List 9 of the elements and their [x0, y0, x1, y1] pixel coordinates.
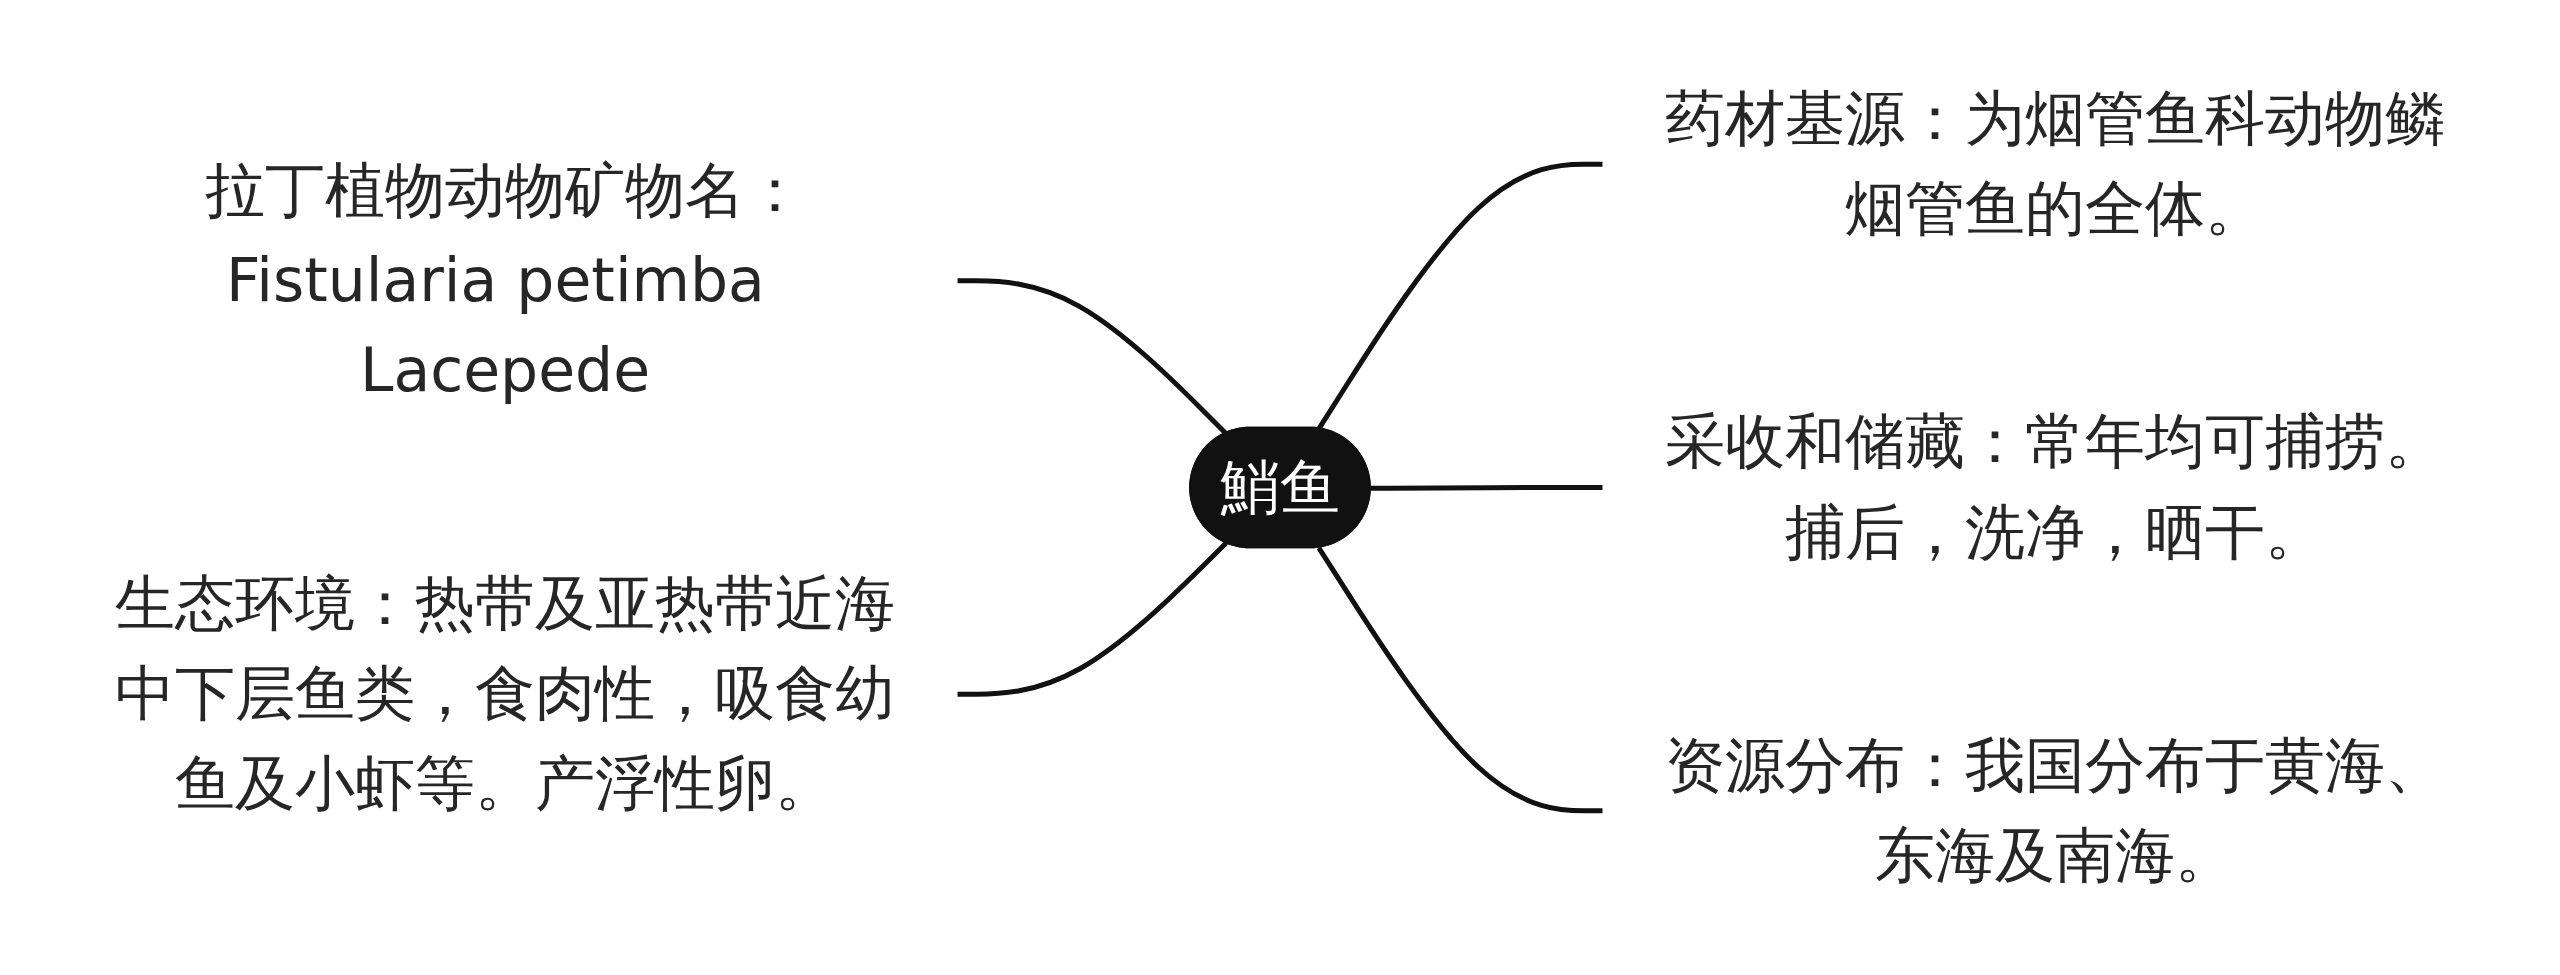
- node-text: 采收和储藏：常年均可捕捞。捕后，洗净，晒干。: [1664, 407, 2445, 566]
- connector: [956, 541, 1228, 697]
- connector: [1370, 485, 1604, 491]
- connector: [956, 278, 1228, 436]
- node-text: 拉丁植物动物矿物名：Fistularia petimba Lacepede: [205, 155, 806, 405]
- node-text: 资源分布：我国分布于黄海、东海及南海。: [1664, 730, 2445, 890]
- node-text: 生态环境：热带及亚热带近海中下层鱼类，食肉性，吸食幼鱼及小虾等。产浮性卵。: [115, 569, 896, 818]
- node-text: 药材基源：为烟管鱼科动物鳞烟管鱼的全体。: [1664, 84, 2445, 243]
- connector: [1316, 546, 1604, 814]
